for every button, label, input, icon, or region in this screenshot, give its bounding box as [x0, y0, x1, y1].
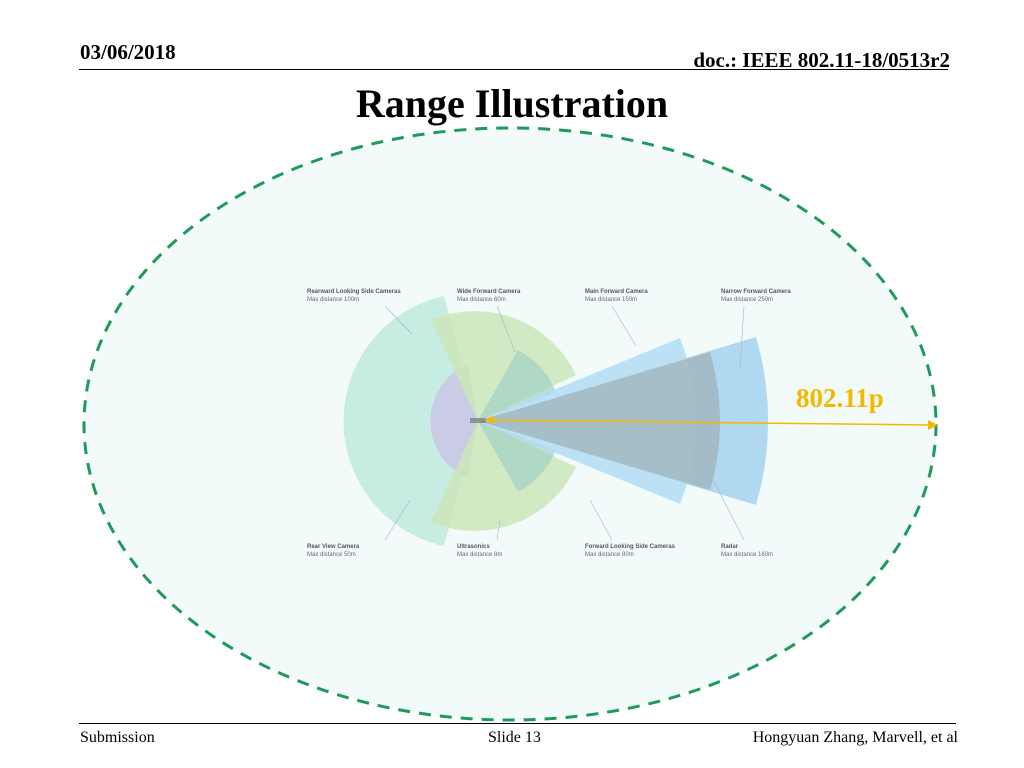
sensor-label-radar: Radar [721, 544, 739, 550]
rearward-side-camera-coverage [343, 296, 478, 546]
leader-lines [384, 305, 745, 541]
header-rule [79, 69, 948, 70]
sensor-label-rear-view: Rear View Camera [307, 544, 360, 550]
forward-side-camera-coverage-lower [478, 421, 556, 492]
sensor-label-wide-forward: Wide Forward Camera [457, 289, 521, 295]
car-marker [470, 418, 486, 423]
sensor-range-radar: Max distance 160m [721, 552, 773, 558]
footer-authors: Hongyuan Zhang, Marvell, et al [752, 729, 958, 746]
sensor-label-narrow-forward: Narrow Forward Camera [721, 289, 791, 295]
header-doc-id: doc.: IEEE 802.11-18/0513r2 [693, 48, 950, 72]
footer-slide-number: Slide 13 [488, 729, 541, 746]
footer-rule [79, 723, 956, 724]
wide-forward-camera-coverage-upper [431, 311, 576, 421]
sensor-range-ultrasonics: Max distance 8m [457, 552, 502, 558]
sensor-range-narrow-forward: Max distance 250m [721, 297, 773, 303]
sensor-range-rearward-side: Max distance 100m [307, 297, 359, 303]
range-arrowhead-left [484, 416, 494, 424]
slide-title: Range Illustration [355, 81, 669, 126]
footer-submission: Submission [80, 729, 155, 746]
sensor-range-rear-view: Max distance 50m [307, 552, 356, 558]
sensor-label-forward-side: Forward Looking Side Cameras [585, 544, 676, 550]
sensor-range-forward-side: Max distance 80m [585, 552, 634, 558]
sensor-label-rearward-side: Rearward Looking Side Cameras [307, 289, 401, 295]
ultrasonics-coverage [431, 421, 576, 531]
sensor-label-main-forward: Main Forward Camera [585, 289, 648, 295]
sensor-range-wide-forward: Max distance 60m [457, 297, 506, 303]
sensor-label-ultrasonics: Ultrasonics [457, 544, 490, 550]
range-arrowhead-right [928, 420, 938, 430]
sensor-range-main-forward: Max distance 150m [585, 297, 637, 303]
forward-side-camera-coverage [478, 350, 556, 421]
range-arrow [489, 419, 931, 426]
header-date: 03/06/2018 [80, 40, 176, 64]
range-label: 802.11p [796, 383, 884, 413]
